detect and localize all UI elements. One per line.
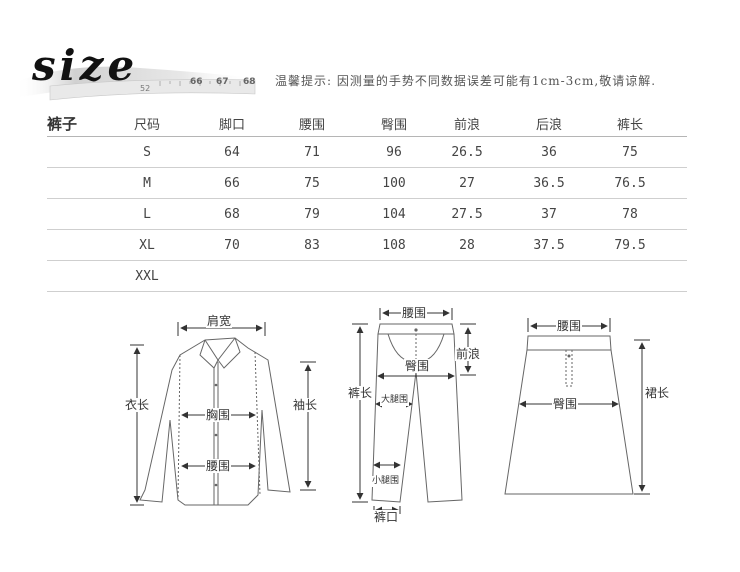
value-cell: 36.5 bbox=[533, 175, 565, 191]
column-header: 后浪 bbox=[535, 117, 562, 133]
column-header: 尺码 bbox=[133, 117, 160, 133]
column-header: 裤长 bbox=[616, 117, 643, 133]
size-cell: L bbox=[143, 206, 151, 222]
size-logo: 66 67 68 52 size bbox=[10, 40, 260, 110]
table-header-row: 裤子 尺码 脚口 腰围 臀围 前浪 后浪 裤长 bbox=[47, 110, 687, 137]
value-cell: 75 bbox=[304, 175, 320, 191]
column-header: 前浪 bbox=[453, 117, 480, 133]
pants-waist-label: 腰围 bbox=[401, 306, 428, 320]
value-cell bbox=[287, 261, 337, 291]
size-table: 裤子 尺码 脚口 腰围 臀围 前浪 后浪 裤长 S 64 71 96 26.5 … bbox=[47, 110, 687, 292]
value-cell: 78 bbox=[622, 206, 638, 222]
tape-number: 52 bbox=[140, 84, 150, 93]
measurement-diagrams: 肩宽 衣长 胸围 腰围 袖长 腰围 臀围 前浪 裤长 大腿围 小腿围 裤口 腰围… bbox=[0, 300, 740, 572]
front-rise-label: 前浪 bbox=[455, 347, 482, 361]
size-cell: M bbox=[143, 175, 151, 191]
value-cell: 71 bbox=[304, 144, 320, 160]
value-cell: 27.5 bbox=[451, 206, 483, 222]
calf-label: 小腿围 bbox=[371, 476, 401, 487]
table-row: XXL bbox=[47, 261, 687, 292]
value-cell: 64 bbox=[224, 144, 240, 160]
table-row: M 66 75 100 27 36.5 76.5 bbox=[47, 168, 687, 199]
hem-label: 裤口 bbox=[373, 510, 400, 524]
logo-text: size bbox=[31, 41, 138, 90]
skirt-waist-label: 腰围 bbox=[556, 319, 583, 333]
value-cell: 108 bbox=[382, 237, 406, 253]
column-header: 腰围 bbox=[298, 117, 325, 133]
shirt-length-label: 衣长 bbox=[124, 398, 151, 412]
value-cell: 79.5 bbox=[614, 237, 646, 253]
pants-length-label: 裤长 bbox=[347, 386, 374, 400]
value-cell: 76.5 bbox=[614, 175, 646, 191]
value-cell: 96 bbox=[386, 144, 402, 160]
table-row: L 68 79 104 27.5 37 78 bbox=[47, 199, 687, 230]
chest-label: 胸围 bbox=[205, 408, 232, 422]
sleeve-length-label: 袖长 bbox=[292, 398, 319, 412]
skirt-length-label: 裙长 bbox=[644, 386, 671, 400]
value-cell bbox=[605, 261, 655, 291]
value-cell: 37.5 bbox=[533, 237, 565, 253]
value-cell: 70 bbox=[224, 237, 240, 253]
shirt-diagram bbox=[139, 337, 291, 506]
value-cell: 79 bbox=[304, 206, 320, 222]
value-cell: 100 bbox=[382, 175, 406, 191]
value-cell: 26.5 bbox=[451, 144, 483, 160]
column-header: 脚口 bbox=[218, 117, 245, 133]
category-label: 裤子 bbox=[47, 114, 78, 133]
value-cell: 37 bbox=[541, 206, 557, 222]
skirt-diagram bbox=[504, 335, 634, 495]
value-cell: 83 bbox=[304, 237, 320, 253]
measuring-tape-graphic: 66 67 68 52 size bbox=[15, 41, 256, 101]
value-cell: 68 bbox=[224, 206, 240, 222]
shoulder-width-label: 肩宽 bbox=[206, 314, 233, 328]
pants-hip-label: 臀围 bbox=[404, 359, 431, 373]
value-cell: 104 bbox=[382, 206, 406, 222]
value-cell bbox=[524, 261, 574, 291]
value-cell: 66 bbox=[224, 175, 240, 191]
value-cell: 36 bbox=[541, 144, 557, 160]
table-row: XL 70 83 108 28 37.5 79.5 bbox=[47, 230, 687, 261]
column-header: 臀围 bbox=[380, 117, 407, 133]
value-cell: 75 bbox=[622, 144, 638, 160]
table-row: S 64 71 96 26.5 36 75 bbox=[47, 137, 687, 168]
value-cell: 28 bbox=[459, 237, 475, 253]
value-cell bbox=[207, 261, 257, 291]
size-cell: S bbox=[143, 144, 151, 160]
value-cell bbox=[442, 261, 492, 291]
size-cell: XXL bbox=[135, 268, 159, 284]
skirt-hip-label: 臀围 bbox=[552, 397, 579, 411]
shirt-waist-label: 腰围 bbox=[205, 459, 232, 473]
thigh-label: 大腿围 bbox=[380, 395, 410, 406]
value-cell: 27 bbox=[459, 175, 475, 191]
tape-number: 66 bbox=[190, 77, 203, 87]
tape-number: 67 bbox=[216, 77, 229, 87]
size-cell: XL bbox=[139, 237, 155, 253]
measurement-notice: 温馨提示: 因测量的手势不同数据误差可能有1cm-3cm,敬请谅解. bbox=[275, 74, 657, 88]
value-cell bbox=[369, 261, 419, 291]
diagram-drawings bbox=[130, 308, 650, 514]
tape-number: 68 bbox=[243, 77, 256, 87]
